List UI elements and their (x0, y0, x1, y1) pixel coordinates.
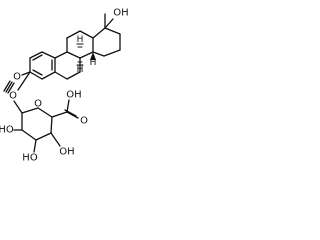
stereo-markers (76, 43, 96, 66)
ring-b-bonds (54, 51, 81, 80)
oh-label-bottom-right: OH (59, 147, 74, 158)
o-acid-label: O (80, 116, 88, 127)
ring-d-bonds (92, 13, 121, 57)
h-label-stereo-top: H (77, 35, 84, 45)
h-label-stereo-mid: H (77, 65, 84, 75)
oh-label-top: OH (113, 8, 128, 19)
o-ether-label: O (13, 72, 21, 83)
o-glycoside-label: O (9, 91, 17, 102)
sugar-ring-bonds (13, 99, 79, 153)
chemical-structure-diagram: OH H H H O O O OH O HO HO OH (0, 8, 129, 164)
hashed-bond (76, 61, 84, 66)
ethynyl-ether-bonds (3, 71, 31, 94)
ho-label-left: HO (0, 125, 14, 136)
oh-acid-label: OH (66, 90, 81, 101)
ho-label-bottom-left: HO (22, 153, 38, 164)
ring-a-bonds (29, 51, 56, 80)
hashed-bond (76, 43, 84, 48)
o-ring-label: O (34, 99, 42, 110)
ring-c-bonds (66, 30, 94, 59)
h-label-stereo-ring: H (90, 58, 97, 68)
